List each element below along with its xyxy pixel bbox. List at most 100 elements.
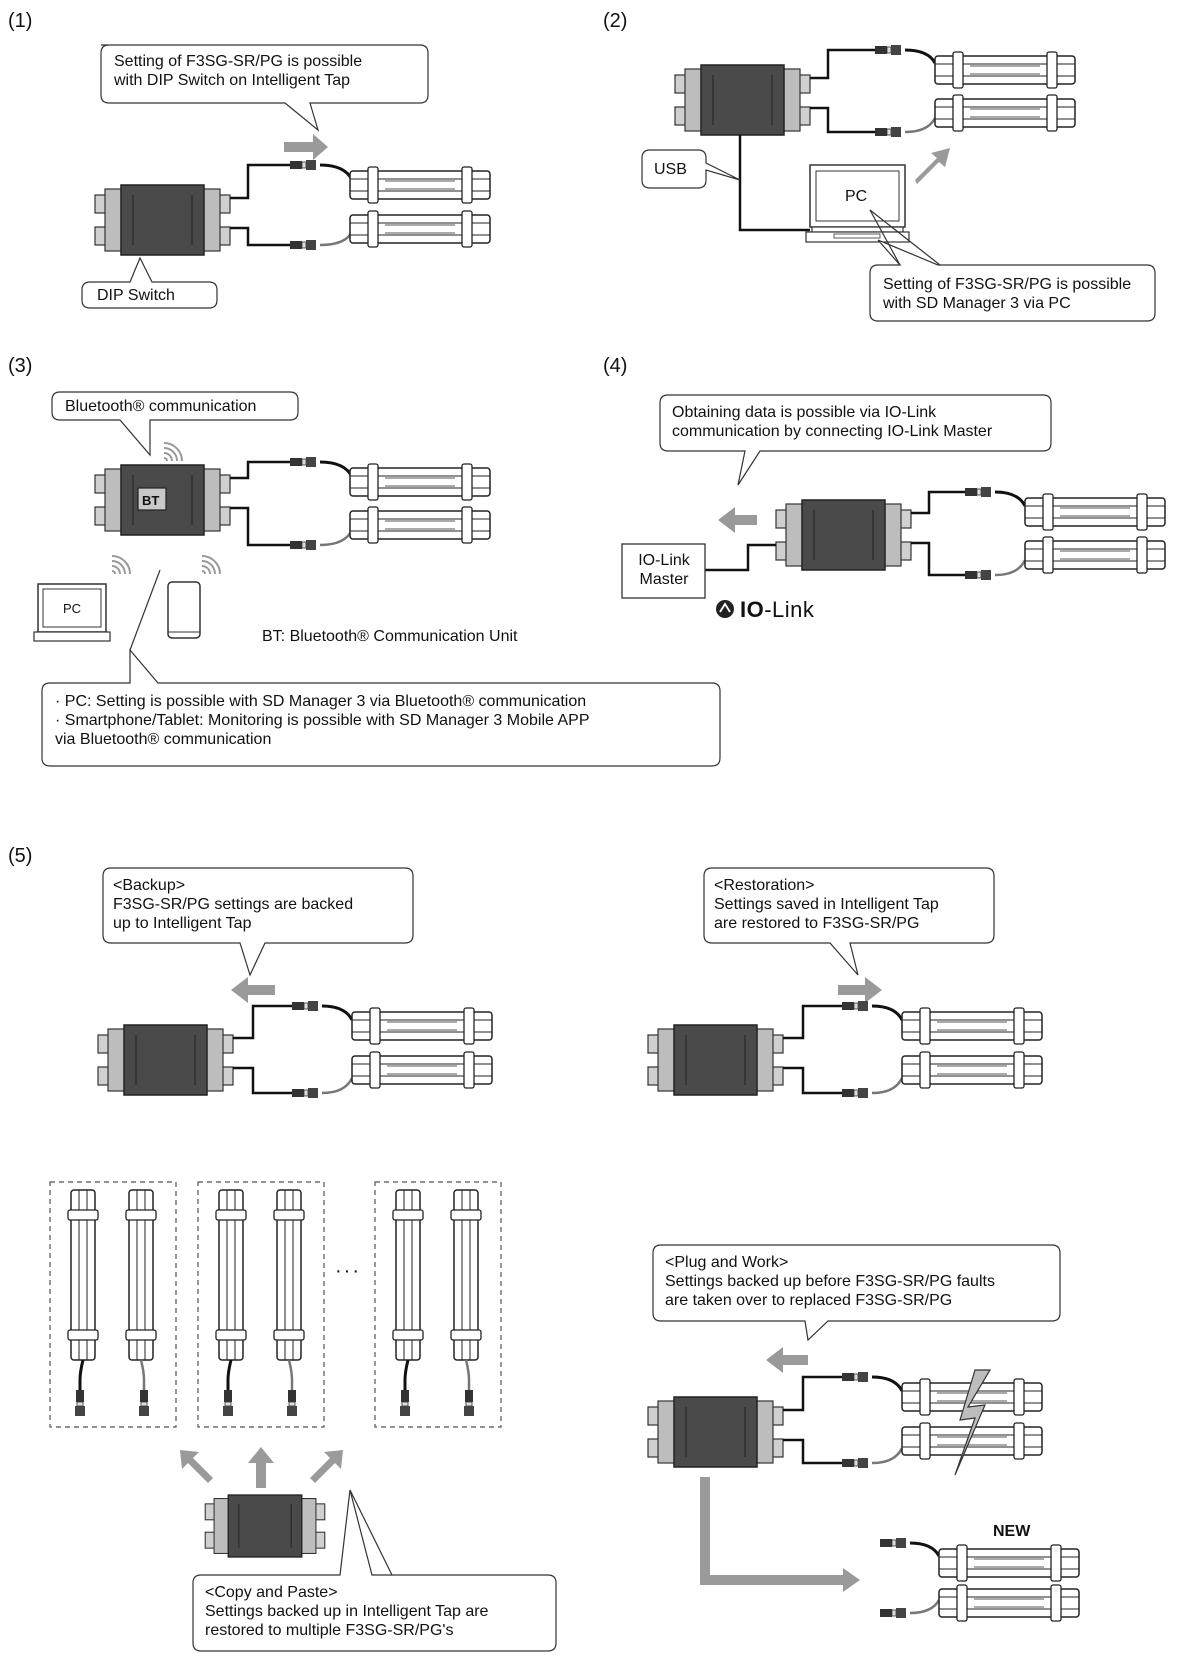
sensor-bar bbox=[351, 1007, 493, 1045]
connector-plug bbox=[289, 159, 317, 171]
section-5-copy-diagram bbox=[49, 1181, 557, 1652]
sensor-bar bbox=[349, 210, 491, 248]
connector-plug bbox=[841, 1087, 869, 1099]
callout-dip-setting-text: Setting of F3SG-SR/PG is possible with D… bbox=[114, 53, 363, 89]
section-5-plug-diagram bbox=[647, 1244, 1080, 1622]
arrow-up-icon bbox=[248, 1447, 274, 1488]
sensor-bar bbox=[901, 1007, 1043, 1045]
section-3-diagram bbox=[33, 391, 721, 767]
connector-plug bbox=[291, 1087, 319, 1099]
callout-usb-text: USB bbox=[654, 161, 687, 178]
arrow-right-icon bbox=[838, 977, 882, 1003]
callout-plug-box bbox=[652, 1244, 1061, 1342]
arrow-up-right-icon bbox=[915, 148, 950, 184]
connector-plug bbox=[841, 1371, 869, 1383]
connector-plug bbox=[289, 456, 317, 468]
section-number-2: (2) bbox=[603, 10, 628, 32]
arrow-left-icon bbox=[766, 1347, 808, 1373]
intelligent-tap-device bbox=[204, 1494, 326, 1558]
usb-cable bbox=[738, 135, 810, 232]
iolink-brand-io: IO bbox=[740, 597, 765, 622]
connector-plug bbox=[841, 1000, 869, 1012]
connector-plug bbox=[222, 1389, 234, 1417]
callout-dip-switch-text: DIP Switch bbox=[97, 287, 175, 304]
new-label: NEW bbox=[993, 1523, 1031, 1540]
callout-bluetooth-box bbox=[51, 391, 299, 457]
callout-iolink-text: Obtaining data is possible via IO-Link c… bbox=[672, 404, 993, 440]
callout-bluetooth-text: Bluetooth® communication bbox=[65, 398, 257, 415]
intelligent-tap-device bbox=[647, 1024, 784, 1096]
bt-legend: BT: Bluetooth® Communication Unit bbox=[262, 628, 518, 645]
sensor-bar bbox=[351, 1051, 493, 1089]
pc-laptop-label: PC bbox=[63, 601, 82, 616]
connector-plug bbox=[874, 126, 902, 138]
callout-plug-text: <Plug and Work> Settings backed up befor… bbox=[665, 1254, 995, 1309]
ellipsis-label: ··· bbox=[335, 1260, 361, 1282]
wire-top bbox=[230, 163, 290, 200]
intelligent-tap-device bbox=[775, 499, 912, 571]
section-5-backup-diagram bbox=[97, 867, 493, 1099]
bt-unit-label: BT bbox=[142, 493, 160, 508]
vertical-sensor-bar bbox=[450, 1189, 482, 1361]
sensor-group-frame bbox=[49, 1181, 177, 1428]
new-sensor-bar bbox=[938, 1584, 1080, 1622]
callout-dip-setting-box bbox=[100, 44, 429, 132]
iolink-master-label: IO-Link Master bbox=[638, 552, 690, 588]
section-2-diagram bbox=[641, 44, 1156, 322]
callout-backup-text: <Backup> F3SG-SR/PG settings are backed … bbox=[113, 877, 354, 932]
callout-backup-box bbox=[102, 867, 414, 977]
sensor-bar bbox=[934, 51, 1076, 89]
iolink-master-box bbox=[621, 543, 706, 599]
sensor-group-frame bbox=[374, 1181, 502, 1428]
callout-usb-box bbox=[641, 149, 741, 189]
new-sensor-bar bbox=[938, 1544, 1080, 1582]
sensor-bar bbox=[349, 463, 491, 501]
intelligent-tap-device bbox=[94, 184, 231, 256]
section-number-4: (4) bbox=[603, 355, 628, 377]
vertical-sensor-bar bbox=[273, 1189, 305, 1361]
callout-iolink-box bbox=[659, 394, 1052, 486]
smartphone bbox=[167, 581, 201, 639]
callout-restoration-text: <Restoration> Settings saved in Intellig… bbox=[714, 877, 939, 932]
connector-plug bbox=[879, 1607, 907, 1619]
arrow-left-icon bbox=[231, 977, 275, 1003]
callout-restoration-box bbox=[703, 867, 995, 976]
callout-dip-switch-box bbox=[81, 256, 218, 309]
callout-copy-box bbox=[192, 1489, 557, 1652]
pc-label: PC bbox=[845, 188, 868, 205]
intelligent-tap-device bbox=[647, 1396, 784, 1468]
connector-plug bbox=[291, 1000, 319, 1012]
callout-pc-setting-box bbox=[869, 239, 1156, 322]
section-4-diagram bbox=[621, 394, 1166, 618]
sensor-bar bbox=[934, 94, 1076, 132]
wireless-waves-icon bbox=[111, 555, 131, 575]
callout-pc-setting-text: Setting of F3SG-SR/PG is possible with S… bbox=[883, 276, 1132, 312]
vertical-sensor-bar bbox=[392, 1189, 424, 1361]
wireless-waves-icon bbox=[163, 442, 183, 462]
connector-plug bbox=[74, 1389, 86, 1417]
connector-plug bbox=[964, 486, 992, 498]
section-number-5: (5) bbox=[8, 845, 33, 867]
section-1-diagram bbox=[81, 44, 491, 309]
arrow-right-icon bbox=[284, 134, 328, 160]
connector-plug bbox=[289, 539, 317, 551]
callout-copy-text: <Copy and Paste> Settings backed up in I… bbox=[205, 1584, 489, 1639]
vertical-sensor-bar bbox=[125, 1189, 157, 1361]
arrow-right-icon bbox=[843, 1568, 860, 1592]
section-5-restoration-diagram bbox=[647, 867, 1043, 1099]
vertical-sensor-bar bbox=[215, 1189, 247, 1361]
connector-plug bbox=[463, 1389, 475, 1417]
connector-plug bbox=[879, 1537, 907, 1549]
replacement-arrow-line bbox=[700, 1477, 845, 1585]
connector-plug bbox=[286, 1389, 298, 1417]
bt-unit bbox=[137, 487, 167, 511]
fault-lightning-icon bbox=[954, 1369, 992, 1476]
intelligent-tap-device bbox=[97, 1024, 234, 1096]
section-number-1: (1) bbox=[8, 10, 33, 32]
sensor-bar bbox=[1024, 493, 1166, 531]
sensor-bar bbox=[901, 1051, 1043, 1089]
iolink-brand-link: -Link bbox=[764, 597, 815, 622]
arrow-up-left-icon bbox=[180, 1450, 213, 1483]
iolink-logo-icon bbox=[716, 600, 734, 618]
